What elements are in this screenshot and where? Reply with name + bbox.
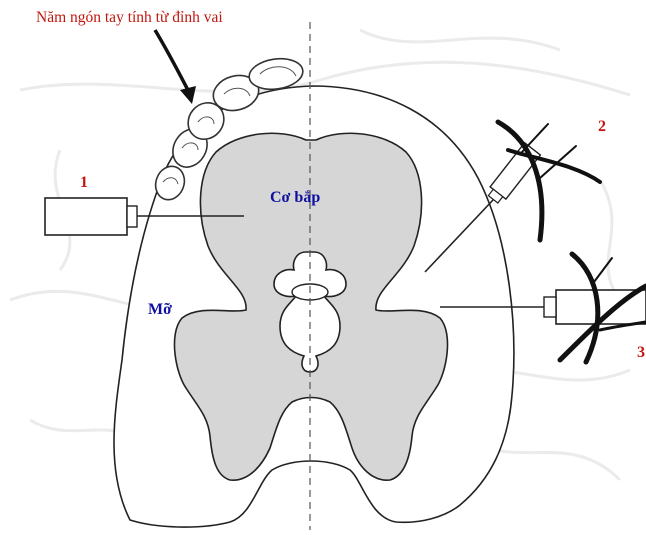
needle-2-label: 2: [598, 118, 606, 135]
syringe-1-barrel: [45, 198, 127, 235]
annotation-arrow: [155, 30, 196, 104]
needle-3-label: 3: [637, 344, 645, 361]
syringe-3-hub: [544, 297, 556, 317]
fat-label: Mỡ: [148, 301, 172, 318]
hand-2-finger-c: [522, 124, 548, 152]
annotation-text: Năm ngón tay tính từ đỉnh vai: [36, 9, 223, 26]
needle-1-label: 1: [80, 174, 88, 191]
muscle-label: Cơ bắp: [270, 189, 320, 206]
syringe-1-hub: [127, 206, 137, 227]
